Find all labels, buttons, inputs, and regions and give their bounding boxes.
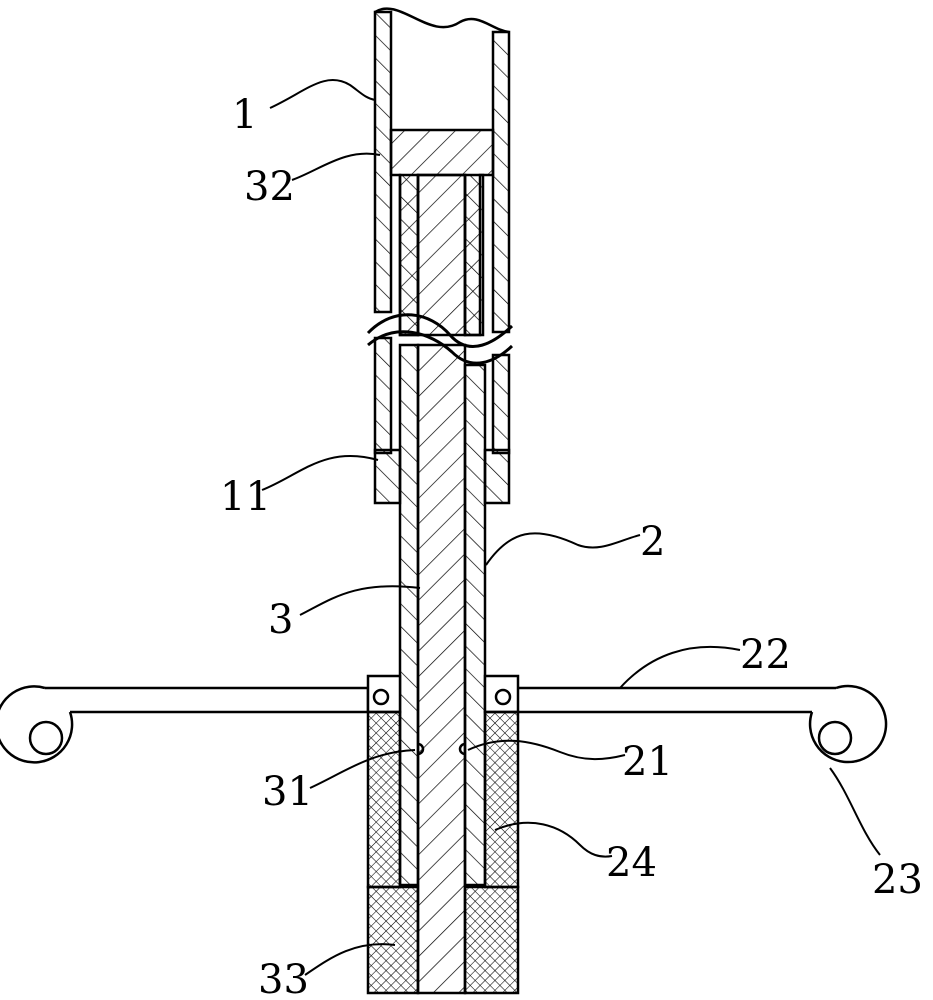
arm-22-left <box>0 685 370 764</box>
core-rod-upper <box>416 173 467 337</box>
collar-11 <box>373 448 402 505</box>
label-24: 24 <box>606 840 657 886</box>
leader-11 <box>261 454 379 491</box>
inner-sleeve-upper-left <box>398 173 420 337</box>
housing-24-right <box>483 710 520 889</box>
leader-22 <box>619 646 741 689</box>
label-33: 33 <box>258 957 309 1000</box>
bottom-block-33-left <box>366 885 420 995</box>
label-22: 22 <box>740 632 791 678</box>
leader-31 <box>309 749 416 789</box>
hinge-bracket-left <box>366 674 402 714</box>
inner-sleeve-2-right <box>463 363 487 887</box>
label-2: 2 <box>640 519 665 565</box>
inner-sleeve-upper-right <box>463 173 485 337</box>
leader-1 <box>269 79 376 109</box>
outer-tube-lower <box>373 336 511 455</box>
collar-11-right <box>483 448 511 505</box>
leader-32 <box>291 152 381 181</box>
leader-24 <box>494 821 613 858</box>
label-11: 11 <box>220 474 271 520</box>
leader-2 <box>485 532 641 566</box>
label-31: 31 <box>262 769 313 815</box>
label-3: 3 <box>268 597 293 643</box>
leader-33 <box>304 943 396 976</box>
label-32: 32 <box>244 164 295 210</box>
leader-3 <box>299 585 421 616</box>
hinge-pin-right <box>494 688 512 706</box>
hinge-pin-left <box>372 688 390 706</box>
bottom-block-33-right <box>463 885 520 995</box>
detent-31 <box>417 742 425 756</box>
inner-sleeve-2-left <box>398 343 420 887</box>
leader-lines <box>261 79 881 976</box>
roller-23 <box>817 720 853 756</box>
detent-21 <box>458 742 466 756</box>
label-23: 23 <box>872 857 923 903</box>
break-line-top <box>366 313 514 348</box>
core-rod-3 <box>416 343 467 995</box>
hinge-bracket-right <box>483 674 520 714</box>
label-1: 1 <box>232 92 257 138</box>
leader-21 <box>467 739 626 761</box>
outer-tube-upper <box>373 7 511 334</box>
leader-23 <box>829 767 881 856</box>
label-21: 21 <box>622 739 673 785</box>
arm-22-right <box>514 684 888 764</box>
housing-24-left <box>366 710 402 889</box>
